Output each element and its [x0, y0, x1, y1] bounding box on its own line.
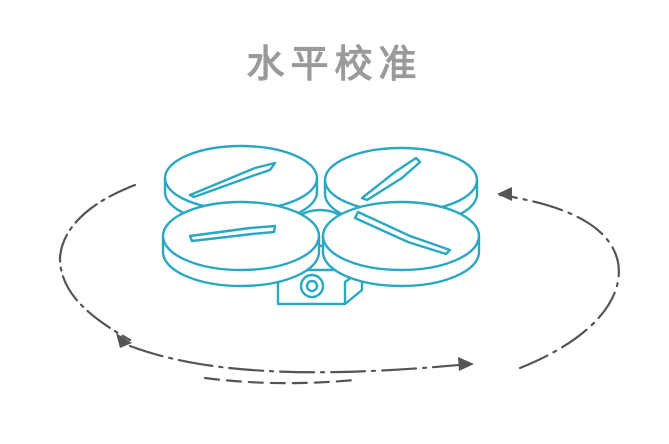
arrowhead-right-icon	[497, 187, 512, 201]
orbit-bottom-arc-lower	[203, 376, 357, 385]
orbit-arrowheads	[116, 187, 512, 371]
propeller-blade	[360, 156, 422, 202]
drone-icon	[161, 144, 481, 306]
orbit-bottom-arc	[128, 344, 472, 374]
propeller-blade	[188, 224, 277, 243]
arrowhead-left-icon	[116, 333, 132, 348]
orbit-arrows-icon	[58, 183, 620, 385]
orbit-left-arc	[58, 183, 137, 342]
camera-lens-inner	[305, 279, 319, 293]
page-title: 水平校准	[246, 42, 423, 86]
propeller-blade	[353, 210, 452, 256]
orbit-right-arc	[498, 193, 620, 370]
rotor-bottom-right	[321, 200, 481, 288]
arrowhead-bottom-icon	[458, 357, 474, 371]
rotor-bottom-left	[161, 200, 321, 288]
propeller-blade	[188, 161, 277, 199]
